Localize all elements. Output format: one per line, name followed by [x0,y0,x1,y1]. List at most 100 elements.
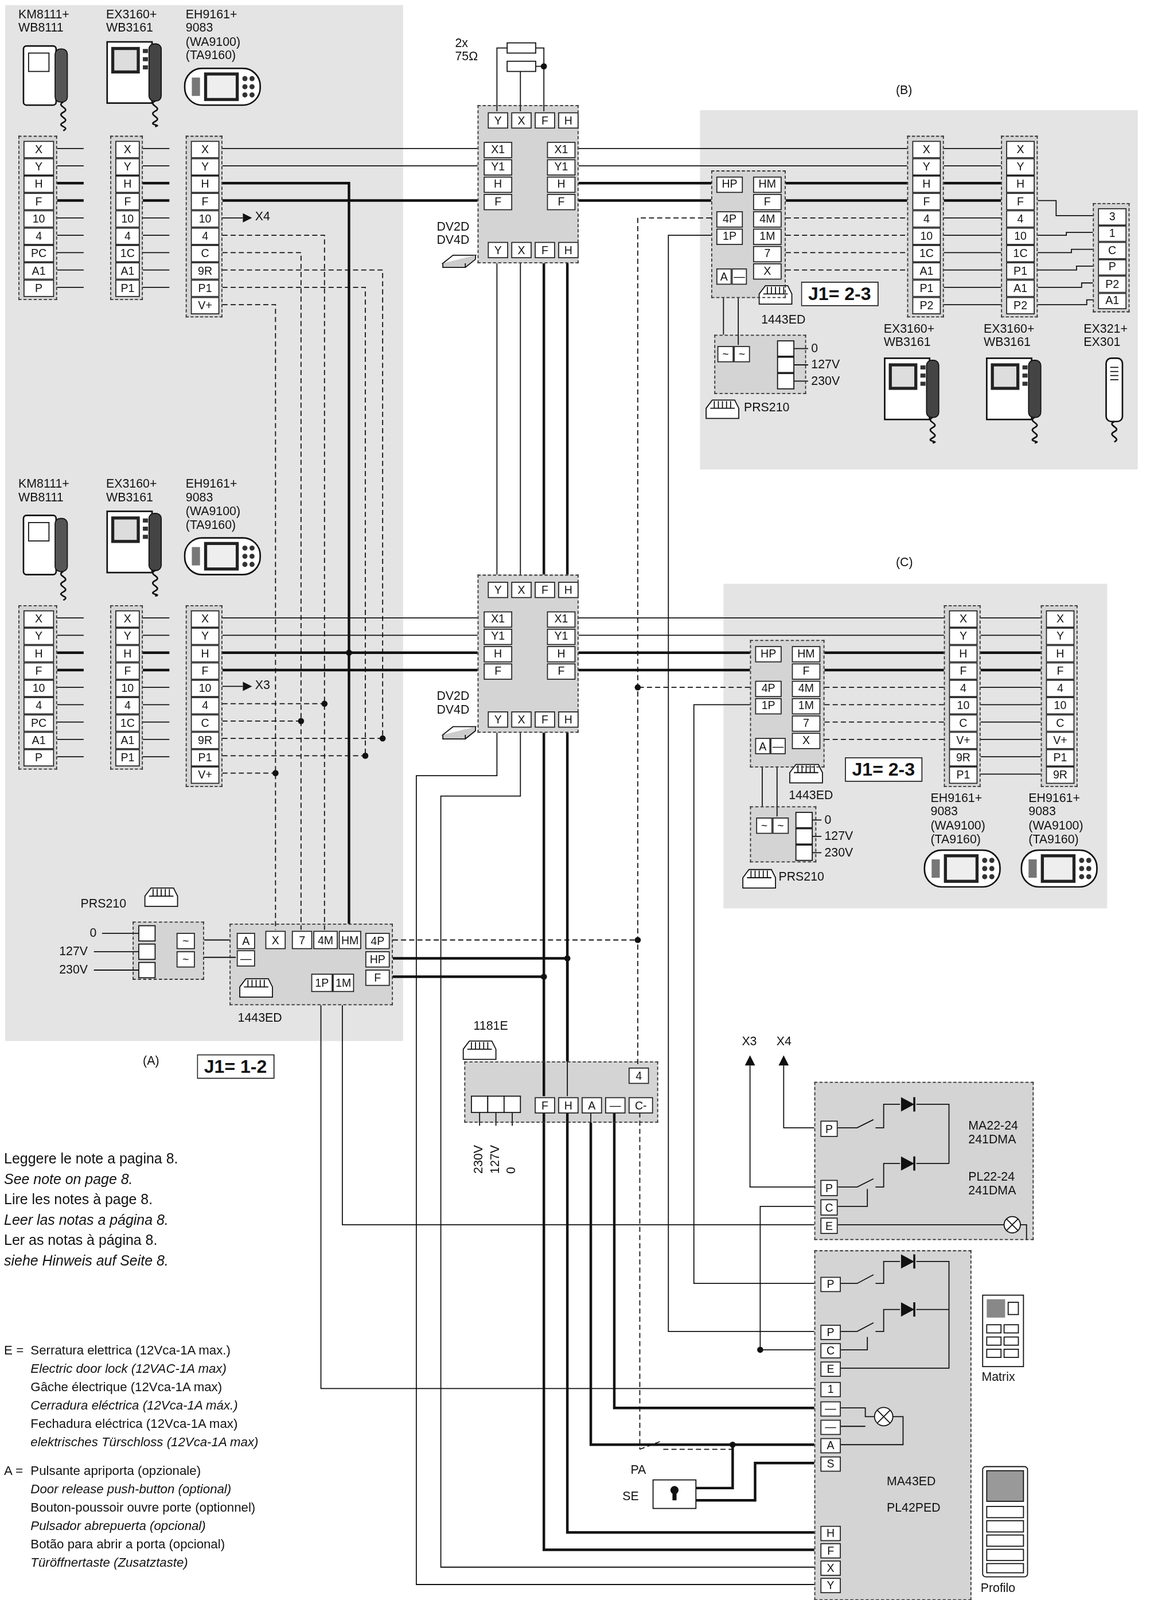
terminal-label: 1C [115,244,140,263]
terminal-label: HM [338,930,362,950]
wire [944,165,1002,167]
module-ground [814,1249,972,1600]
terminal-label: X [23,610,54,628]
device-icon [23,515,68,600]
terminal-label: X1 [547,610,576,627]
module-ground [750,805,817,863]
resistor-symbol [507,61,536,72]
wire-connector [824,650,944,654]
terminal-label: 4 [628,1067,650,1084]
text-label: EX3160+ WB3161 [983,322,1054,350]
terminal-label: — [770,737,786,754]
terminal-label: 10 [1006,227,1035,245]
junction-dot [379,735,387,742]
terminal-label: C [190,714,220,732]
terminal-label: H [483,645,513,662]
terminal-label: F [190,662,220,680]
terminal-label: P2 [1097,275,1127,292]
region-ground [699,110,1138,470]
terminal-label: F [534,242,556,259]
module-ground [711,170,786,298]
wire-connector [342,1004,815,1224]
terminal-label: 10 [23,679,54,697]
terminal-label: C [820,1342,841,1359]
arrow-head [242,213,252,223]
terminal-label: H [558,242,579,259]
module-name: PRS210 [80,897,127,911]
module-box: 1443EDHP4P1PA—HMF4M1M7X [711,170,786,298]
panel-ground [5,5,1138,1600]
terminal-box [138,944,155,960]
text-label: PA [630,1463,646,1477]
terminal-label: F [547,193,576,210]
terminal-label: X1 [483,610,513,627]
text-label: Pulsador abrepuerta (opcional) [30,1518,206,1533]
terminal-label: F [820,1542,841,1559]
text-label: Door release push-button (optional) [30,1481,232,1496]
terminal-box [796,828,813,845]
jumper-label: J1= 2-3 [844,757,922,782]
terminal-label: P1 [115,749,140,767]
text-label: siehe Hinweis auf Seite 8. [4,1253,169,1270]
terminal-label: A1 [115,731,140,750]
terminal-label: 4M [792,680,821,697]
device-icon [742,869,776,888]
terminal-box [504,1096,521,1113]
terminal-label: Y1 [483,158,513,175]
module-box: MA43EDPL42PEDPPCE1——ASHFXY [814,1249,972,1600]
wire [980,650,1042,654]
text-label: 0 [90,926,97,941]
text-label: Gâche électrique (12Vca-1A max) [30,1379,222,1394]
terminal-label: X [753,262,782,279]
text-label: Electric door lock (12VAC-1A max) [30,1361,227,1376]
wire [980,668,1042,672]
junction-dot [321,700,328,707]
terminal-label: X [511,242,532,259]
wire-connector [785,181,908,185]
module-box: 1443EDA—X74MHM4PHPF1P1M [229,923,393,1005]
device-icon [107,41,162,127]
wire-stub [57,721,170,723]
module-ground [907,135,945,318]
terminal-label: 1M [792,697,821,714]
terminal-label: 4P [755,680,782,697]
terminal-strip: XYHF1041CA1P1 [110,605,143,770]
module-ground [110,135,143,300]
terminal-label: P1 [1046,749,1075,767]
wire-connector [222,182,350,924]
terminal-label: 4 [190,227,220,245]
text-label: 230V [472,1144,487,1174]
terminal-label: 1 [1097,224,1127,242]
terminal-label: F [1006,192,1035,210]
terminal-label: Y [487,581,509,598]
text-label: X4 [255,209,271,224]
terminal-label: P [820,1179,838,1196]
wire [980,704,1042,706]
terminal-label: HM [753,176,782,193]
resistor-symbol [507,43,536,54]
dashed-wire [222,217,945,1449]
terminal-label: H [190,644,220,662]
terminal-label: 10 [1046,696,1075,715]
text-label: Bouton-poussoir ouvre porte (optionnel) [30,1499,256,1515]
terminal-label: F [483,662,513,679]
terminal-box [796,844,813,861]
module-ground [1092,203,1130,313]
terminal-label: X [792,731,821,748]
device-icon [1106,357,1123,442]
module-ground [750,639,825,767]
module-ground [477,104,579,264]
module-ground [185,135,223,318]
device-icon [184,538,261,575]
terminal-label: — [731,268,748,285]
region-ground [723,583,1107,909]
terminal-label: F [949,662,978,680]
terminal-label: P1 [911,279,941,297]
terminal-label: X [820,1560,841,1576]
wire [980,721,1042,723]
module-ground [1000,135,1038,318]
terminal-label: A1 [911,262,941,280]
text-label: 0 [824,813,832,828]
terminal-label: 1C [1006,244,1035,263]
